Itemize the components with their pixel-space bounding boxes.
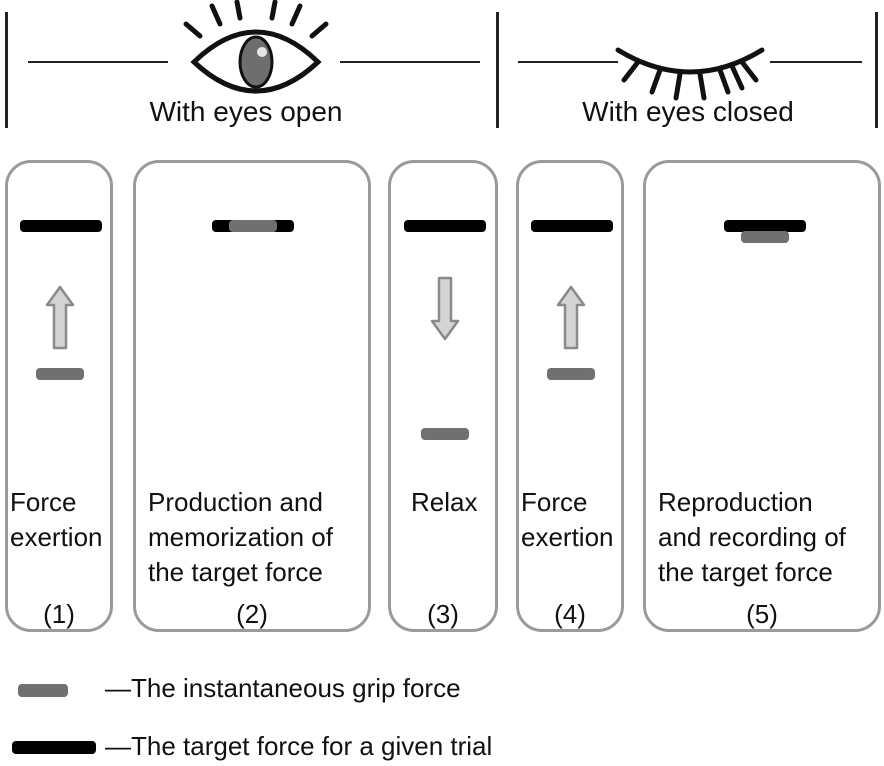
panel-2-text: Production and memorization of the targe… [148,485,333,590]
panel-4-text: Force exertion [521,485,614,555]
grip-force-bar [547,368,595,380]
panel-text-line: Reproduction [658,487,813,517]
panel-4-number: (4) [554,599,586,629]
legend-grip-swatch [18,684,68,697]
header-divider-left [5,12,8,128]
timeline-line [28,61,168,63]
legend-target-label: —The target force for a given trial [105,731,493,761]
panel-text-line: and recording of [658,522,846,552]
closed-eye-icon [615,47,765,101]
panel-text-line: Force [521,487,588,517]
up-arrow-icon [556,285,586,350]
timeline-line [340,61,480,63]
panel-4: Force exertion (4) [516,160,624,632]
target-force-bar [404,220,486,232]
panel-3: Relax (3) [388,160,498,632]
panel-text-line: memorization of [148,522,333,552]
panel-text-line: Production and [148,487,323,517]
panel-5-text: Reproduction and recording of the target… [658,485,846,590]
timeline-line [518,61,618,63]
panel-text-line: the target force [148,557,323,587]
target-force-bar [531,220,613,232]
legend-grip-label: —The instantaneous grip force [105,673,461,703]
panel-5: Reproduction and recording of the target… [643,160,881,632]
panel-5-number: (5) [746,599,778,629]
panel-1-text: Force exertion [10,485,103,555]
panel-3-number: (3) [427,599,459,629]
panel-text-line: exertion [10,522,103,552]
panel-2: Production and memorization of the targe… [133,160,371,632]
panel-text-line: the target force [658,557,833,587]
timeline-line [770,61,862,63]
grip-force-bar [421,428,469,440]
grip-force-bar [229,220,277,232]
up-arrow-icon [45,285,75,350]
down-arrow-icon [430,276,460,341]
target-force-bar [20,220,102,232]
legend-target-swatch [12,741,96,754]
header-divider-right [875,12,878,128]
panel-1-number: (1) [43,599,75,629]
grip-force-bar [741,231,789,243]
panel-2-number: (2) [236,599,268,629]
eyes-open-caption: With eyes open [149,96,343,127]
panel-3-text: Relax [411,485,477,520]
header-divider-middle [496,12,499,128]
eyes-closed-caption: With eyes closed [582,96,794,127]
panel-text-line: Relax [411,487,478,517]
panel-text-line: exertion [521,522,614,552]
grip-force-bar [36,368,84,380]
panel-text-line: Force [10,487,77,517]
open-eye-icon [183,0,329,94]
target-force-bar [724,220,806,232]
panel-1: Force exertion (1) [5,160,113,632]
